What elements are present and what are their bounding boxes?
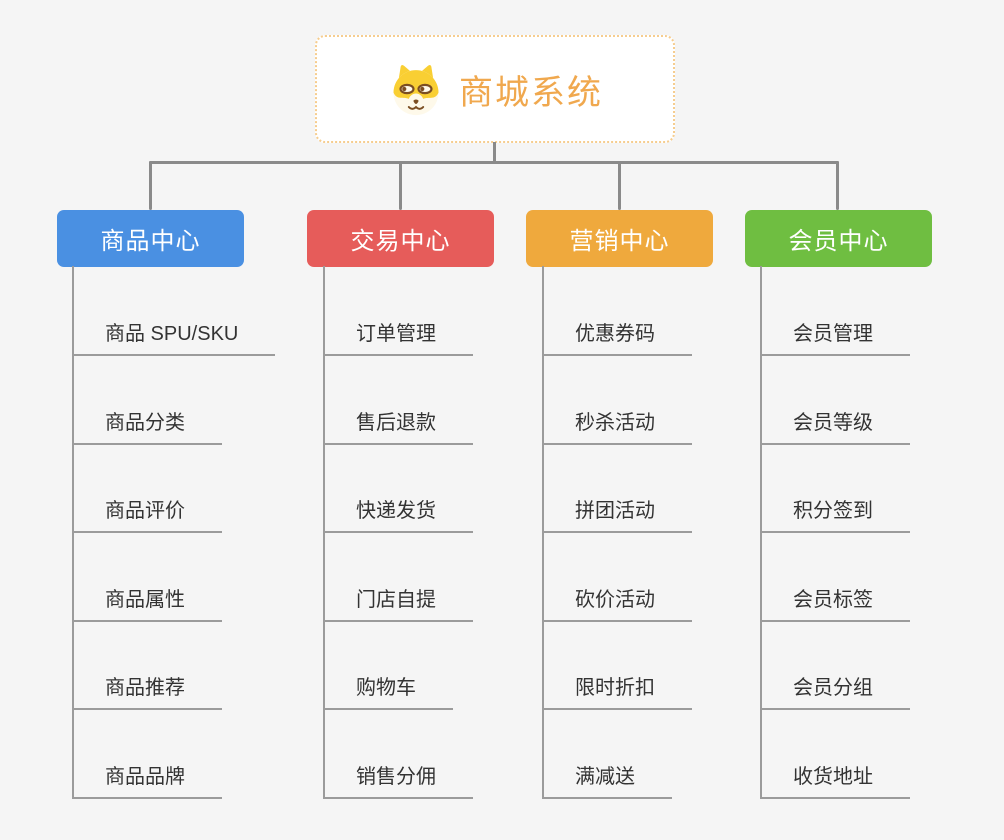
leaf-node[interactable]: 购物车: [323, 675, 453, 710]
leaf-node[interactable]: 商品分类: [72, 410, 222, 445]
shiba-dog-icon: [387, 62, 445, 116]
connector-horizontal-line: [149, 161, 839, 164]
branch-box-trade-center[interactable]: 交易中心: [307, 210, 494, 267]
branch-box-marketing-center[interactable]: 营销中心: [526, 210, 713, 267]
leaf-node[interactable]: 商品品牌: [72, 764, 222, 799]
leaf-node[interactable]: 秒杀活动: [542, 410, 692, 445]
leaf-node[interactable]: 会员管理: [760, 321, 910, 356]
branch-box-member-center[interactable]: 会员中心: [745, 210, 932, 267]
leaf-node[interactable]: 砍价活动: [542, 587, 692, 622]
root-node[interactable]: 商城系统: [315, 35, 675, 143]
leaf-node[interactable]: 门店自提: [323, 587, 473, 622]
connector-drop-line: [836, 161, 839, 210]
leaf-node[interactable]: 商品推荐: [72, 675, 222, 710]
branch-label: 商品中心: [100, 228, 201, 255]
leaf-node[interactable]: 售后退款: [323, 410, 473, 445]
leaf-node[interactable]: 销售分佣: [323, 764, 473, 799]
connector-drop-line: [618, 161, 621, 210]
leaf-node[interactable]: 会员等级: [760, 410, 910, 445]
branch-label: 交易中心: [350, 228, 451, 255]
root-title: 商城系统: [459, 73, 603, 112]
connector-drop-line: [399, 161, 402, 210]
leaf-node[interactable]: 商品 SPU/SKU: [72, 321, 276, 356]
branch-label: 营销中心: [569, 228, 670, 255]
leaf-node[interactable]: 商品评价: [72, 498, 222, 533]
root-stem-line: [493, 142, 496, 163]
connector-drop-line: [149, 161, 152, 210]
leaf-node[interactable]: 会员分组: [760, 675, 910, 710]
leaf-node[interactable]: 积分签到: [760, 498, 910, 533]
leaf-node[interactable]: 满减送: [542, 764, 672, 799]
leaf-node[interactable]: 快递发货: [323, 498, 473, 533]
leaf-node[interactable]: 收货地址: [760, 764, 910, 799]
leaf-node[interactable]: 会员标签: [760, 587, 910, 622]
branch-box-product-center[interactable]: 商品中心: [57, 210, 244, 267]
leaf-node[interactable]: 订单管理: [323, 321, 473, 356]
leaf-node[interactable]: 限时折扣: [542, 675, 692, 710]
leaf-node[interactable]: 拼团活动: [542, 498, 692, 533]
branch-label: 会员中心: [788, 228, 889, 255]
leaf-node[interactable]: 商品属性: [72, 587, 222, 622]
leaf-node[interactable]: 优惠券码: [542, 321, 692, 356]
